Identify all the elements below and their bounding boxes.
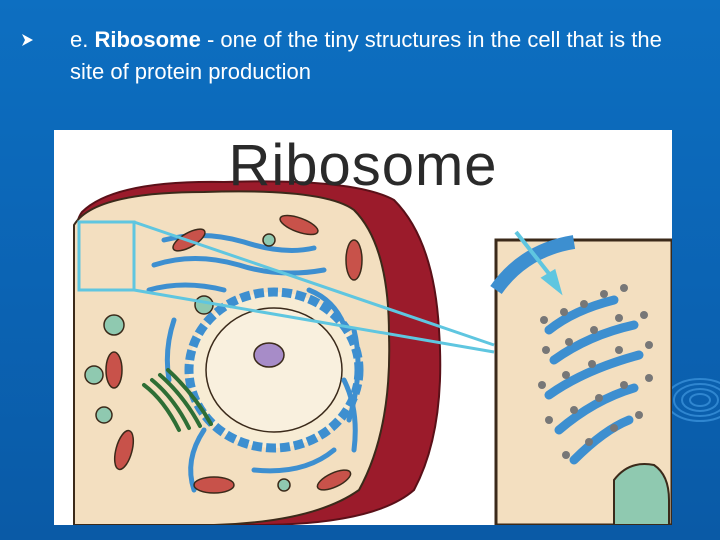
ribosome-figure: Ribosome: [54, 130, 672, 525]
nucleolus: [254, 343, 284, 367]
zoom-inset: [496, 240, 672, 525]
bullet-term: Ribosome: [94, 27, 200, 52]
arrow-bullet-icon: [20, 33, 34, 47]
figure-title: Ribosome: [54, 132, 672, 199]
bullet-text: e. Ribosome - one of the tiny structures…: [70, 24, 700, 88]
bullet-prefix: e.: [70, 27, 94, 52]
